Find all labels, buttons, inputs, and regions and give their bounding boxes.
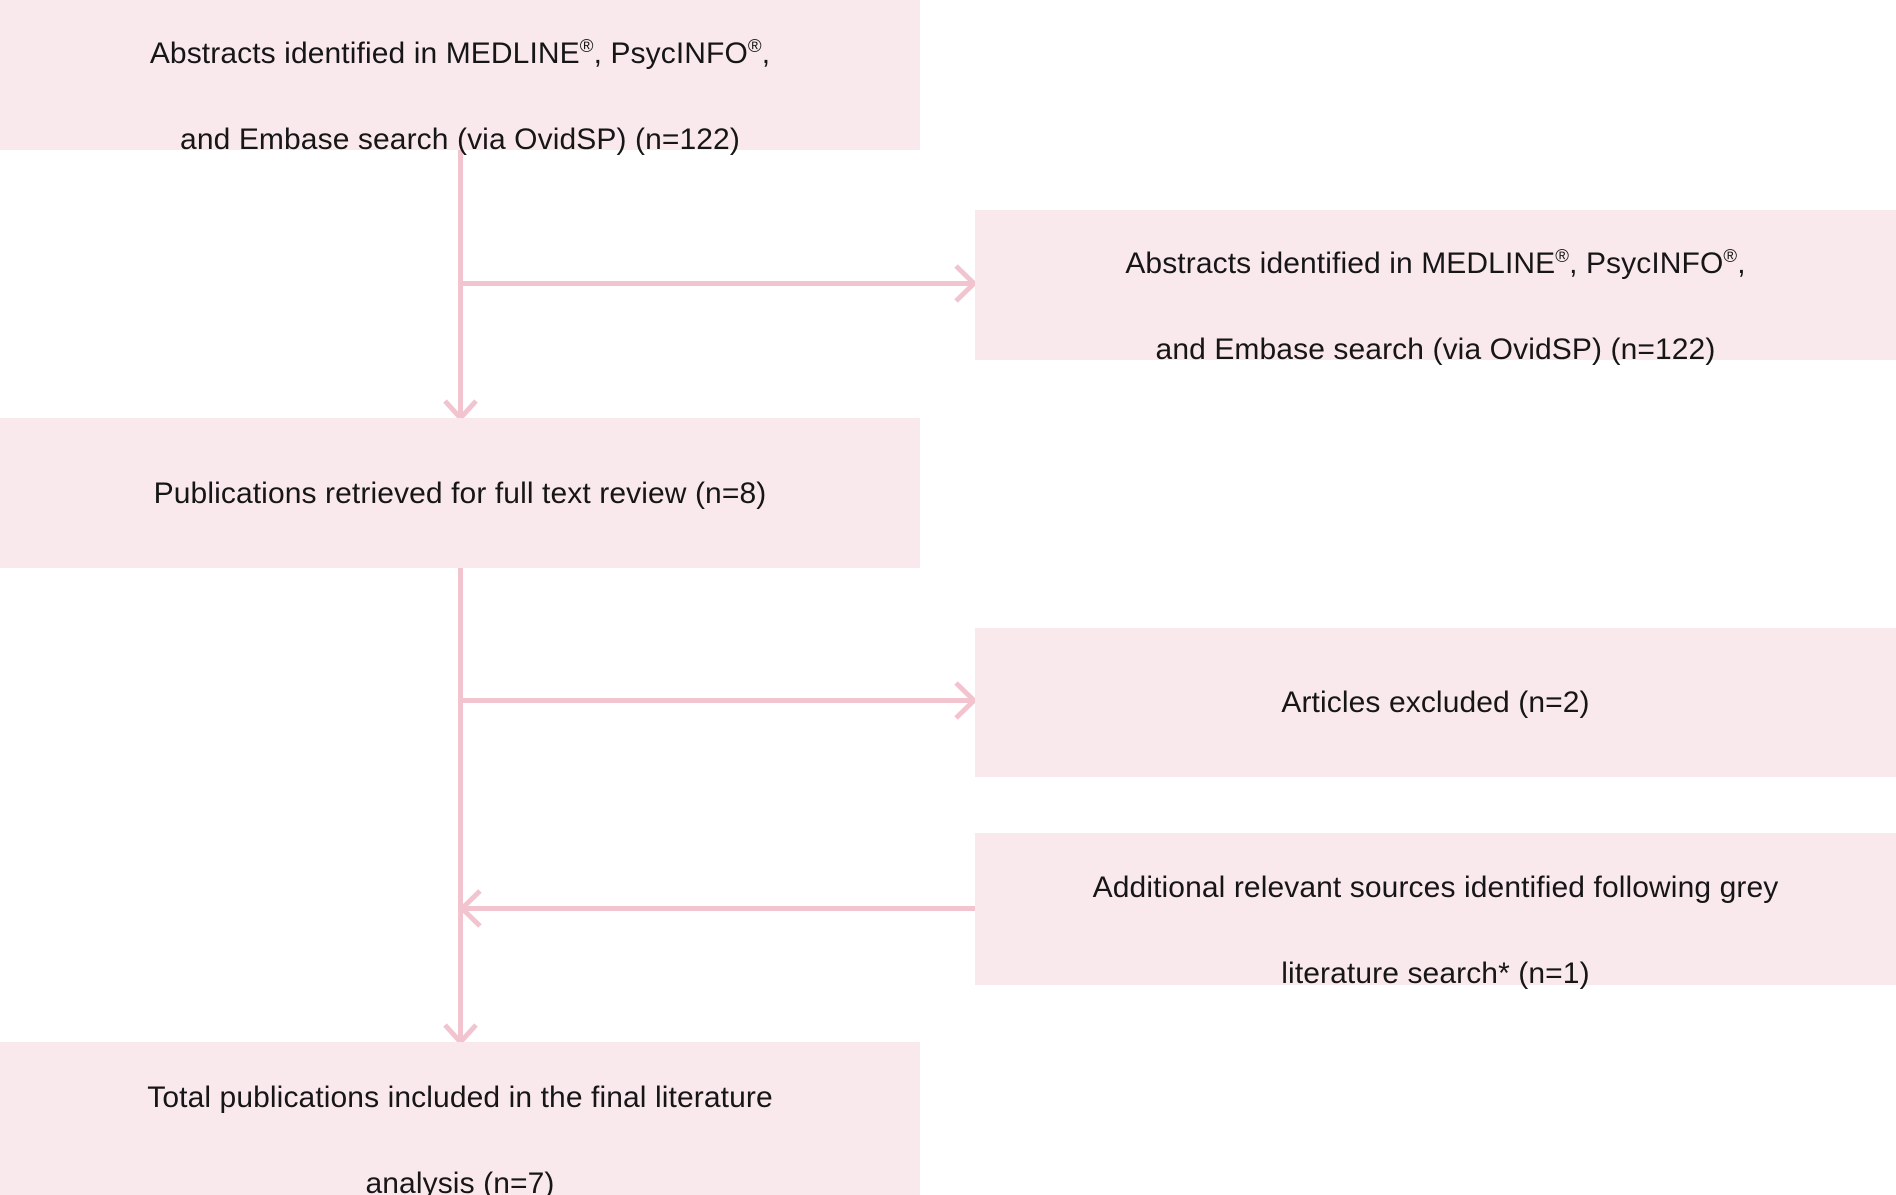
box-publications-retrieved: Publications retrieved for full text rev… <box>0 418 920 568</box>
box-abstracts-identified-duplicate-text: Abstracts identified in MEDLINE®, PsycIN… <box>1125 199 1745 371</box>
box-line-2: analysis (n=7) <box>365 1166 555 1195</box>
box-total-publications-included-text: Total publications included in the final… <box>147 1033 772 1195</box>
box-line-1: Abstracts identified in MEDLINE®, PsycIN… <box>149 35 771 70</box>
connector-branch-to-abstracts-duplicate <box>460 264 978 303</box>
box-articles-excluded-text: Articles excluded (n=2) <box>1281 686 1590 719</box>
connector-branch-from-additional-sources <box>458 889 975 928</box>
box-line-2: and Embase search (via OvidSP) (n=122) <box>180 123 740 156</box>
box-abstracts-identified-text: Abstracts identified in MEDLINE®, PsycIN… <box>150 0 770 161</box>
box-line-1: Total publications included in the final… <box>147 1080 773 1114</box>
box-line-1: Abstracts identified in MEDLINE®, PsycIN… <box>1125 245 1746 280</box>
box-total-publications-included: Total publications included in the final… <box>0 1042 920 1195</box>
box-line-1: Additional relevant sources identified f… <box>1092 871 1779 904</box>
arrowhead-down-to-publications-retrieved <box>443 399 478 422</box>
box-additional-relevant-sources-text: Additional relevant sources identified f… <box>1093 823 1779 995</box>
connector-branch-to-articles-excluded <box>460 681 978 720</box>
box-line-2: literature search* (n=1) <box>1281 957 1590 990</box>
box-additional-relevant-sources: Additional relevant sources identified f… <box>975 833 1896 990</box>
box-line-2: and Embase search (via OvidSP) (n=122) <box>1155 333 1716 366</box>
box-abstracts-identified-duplicate: Abstracts identified in MEDLINE®, PsycIN… <box>975 210 1896 366</box>
box-articles-excluded: Articles excluded (n=2) <box>975 628 1896 777</box>
box-publications-retrieved-text: Publications retrieved for full text rev… <box>153 476 767 510</box>
box-abstracts-identified: Abstracts identified in MEDLINE®, PsycIN… <box>0 0 920 156</box>
